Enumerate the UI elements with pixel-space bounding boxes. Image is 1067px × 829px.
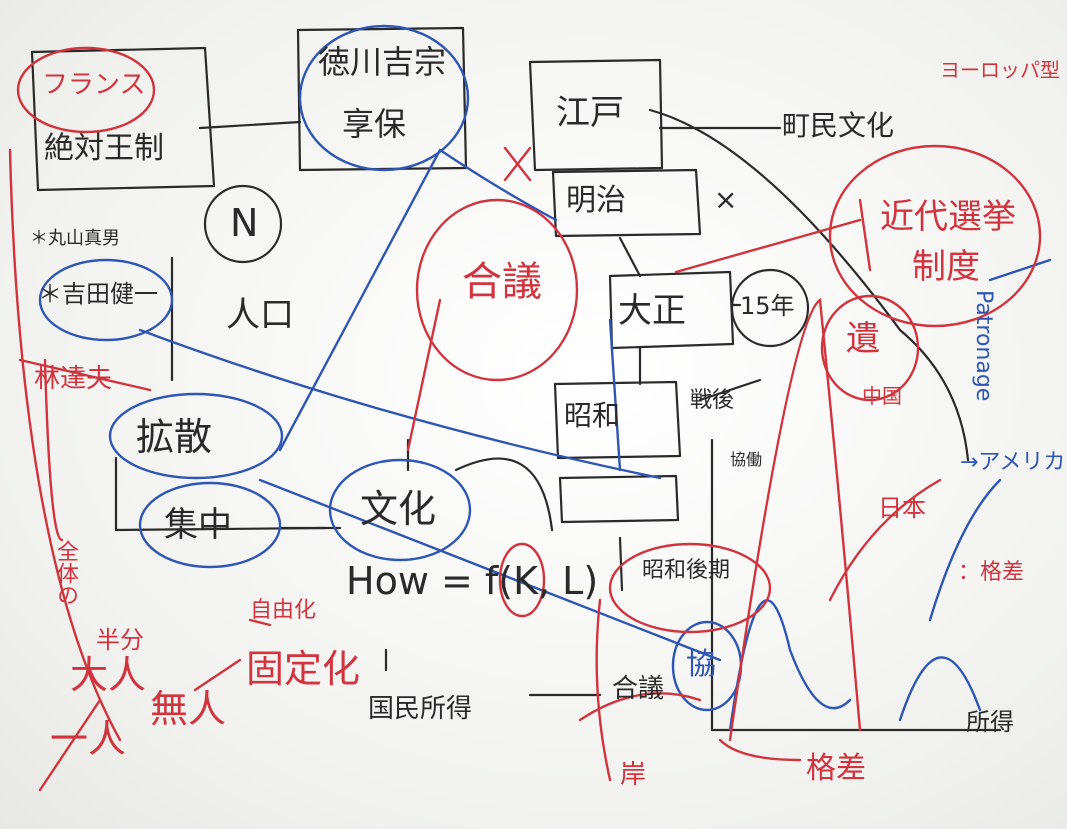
label-kokumin: 国民所得 xyxy=(368,694,473,724)
box-showa xyxy=(553,380,682,460)
box-small xyxy=(558,474,680,524)
label-kyoho: 享保 xyxy=(342,105,407,143)
label-showa-after: 昭和後期 xyxy=(642,558,731,583)
box-edo xyxy=(528,58,664,172)
bunsan-ring xyxy=(108,392,284,480)
label-hayashi: 林達夫 xyxy=(34,364,113,394)
label-showa: 昭和 xyxy=(564,399,621,432)
label-europe-type: ヨーロッパ型 xyxy=(940,58,1060,82)
box-france xyxy=(30,46,216,192)
china-ring xyxy=(820,294,920,402)
label-gogi-big: 合議 xyxy=(462,259,542,305)
label-kako: ：格差 xyxy=(958,560,1025,585)
label-kishi: 岸 xyxy=(620,760,647,790)
bunka-ring xyxy=(328,458,472,562)
label-person-b: ＊吉田健一 xyxy=(38,280,158,308)
label-jiyu: 自由化 xyxy=(250,598,317,623)
label-kotei: 固定化 xyxy=(246,647,361,691)
label-japan: 日本 xyxy=(878,494,926,522)
label-zendai: 全体の xyxy=(53,540,78,606)
label-modern-election: 近代選挙 xyxy=(880,197,1016,237)
label-person-a: ＊丸山真男 xyxy=(30,228,120,249)
label-machi-culture: 町民文化 xyxy=(782,109,895,142)
kyoho-ring xyxy=(298,24,470,172)
label-formula: How = f(K, L) xyxy=(346,559,599,603)
label-n: N xyxy=(230,201,259,245)
label-fifteen: 15年 xyxy=(740,292,795,320)
n-circle xyxy=(203,184,283,264)
label-france: フランス xyxy=(42,70,146,100)
label-population: 人口 xyxy=(226,295,294,335)
france-ring xyxy=(16,46,156,134)
label-taisho: 大正 xyxy=(618,291,686,331)
box-meiji xyxy=(551,168,702,238)
label-shuchu: 集中 xyxy=(164,505,232,545)
label-ohito: 大人 xyxy=(70,653,147,697)
label-edo: 江戸 xyxy=(556,93,624,133)
shuchu-ring xyxy=(138,481,282,569)
label-bunka: 文化 xyxy=(360,487,437,531)
yoshida-ring xyxy=(38,258,174,342)
label-hanbun: 半分 xyxy=(96,626,144,654)
label-mujin: 無人 xyxy=(150,687,227,731)
label-kyo: 協 xyxy=(686,647,716,682)
label-america: →アメリカ xyxy=(960,450,1066,475)
label-china: 中国 xyxy=(862,384,902,408)
label-gogi-small: 合議 xyxy=(612,674,665,704)
gogi-ring xyxy=(415,198,579,382)
label-modern-election-2: 制度 xyxy=(912,247,980,287)
label-kyodo: 協働 xyxy=(730,450,763,469)
showa-after-ring xyxy=(608,542,772,634)
label-meiji: 明治 xyxy=(566,183,626,218)
label-zinzai: 所得 xyxy=(966,708,1014,736)
label-tokugawa: 徳川吉宗 xyxy=(318,43,447,81)
label-x-mark: × xyxy=(714,183,738,216)
label-sengo: 戦後 xyxy=(690,388,735,413)
election-ring xyxy=(828,144,1042,328)
label-bunsan: 拡散 xyxy=(136,415,213,459)
label-ikan: 遺 xyxy=(846,319,880,359)
label-patronage: Patronage xyxy=(971,290,996,402)
formula-ring xyxy=(498,542,546,618)
label-hitoya: 一人 xyxy=(50,717,127,761)
label-kakusa: 格差 xyxy=(806,751,866,786)
label-absolutism: 絶対王制 xyxy=(44,131,164,166)
15-circle xyxy=(730,268,810,348)
